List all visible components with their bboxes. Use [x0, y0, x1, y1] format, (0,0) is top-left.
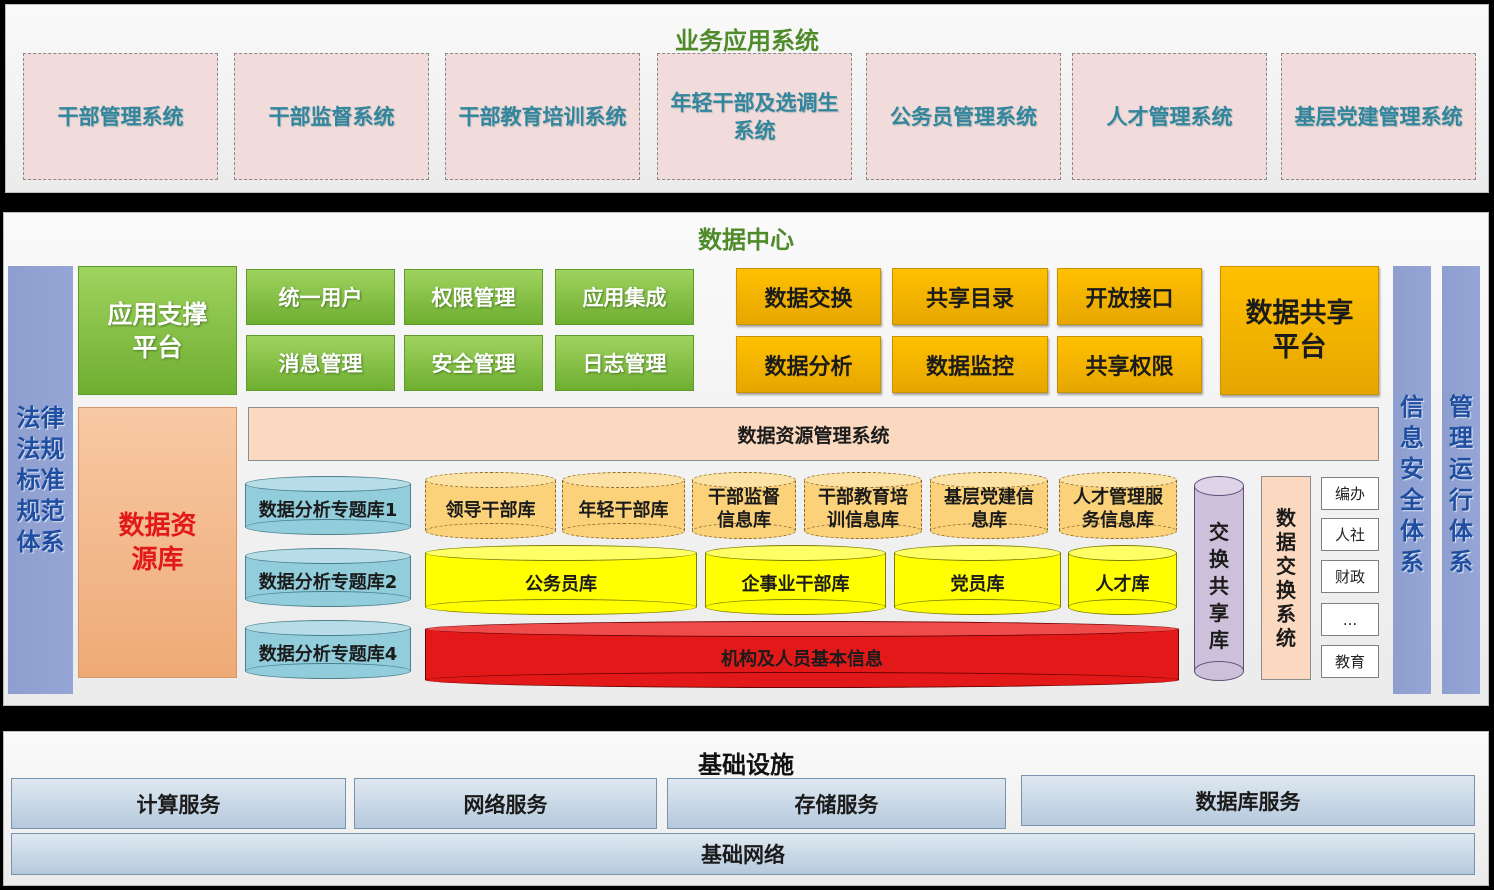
business-system-6[interactable]: 人才管理系统	[1072, 53, 1267, 180]
lib-civil-servants-label: 公务员库	[525, 574, 597, 595]
business-system-3[interactable]: 干部教育培训系统	[445, 53, 640, 180]
lib-talent-service[interactable]: 人才管理服务信息库	[1059, 472, 1177, 539]
law-standard-text: 法律法规标准规范体系	[16, 403, 65, 556]
storage-service[interactable]: 存储服务	[667, 778, 1006, 829]
app-support-platform[interactable]: 应用支撑平台	[78, 266, 237, 395]
share-item-monitor[interactable]: 数据监控	[892, 336, 1048, 393]
topic-library-1-label: 数据分析专题库1	[258, 499, 398, 521]
law-standard-bar: 法律法规标准规范体系	[8, 266, 73, 694]
business-panel-title: 业务应用系统	[675, 27, 819, 55]
lib-education-info-label: 干部教育培训信息库	[818, 486, 908, 531]
business-system-2[interactable]: 干部监督系统	[234, 53, 429, 180]
base-network[interactable]: 基础网络	[11, 833, 1475, 875]
share-item-exchange[interactable]: 数据交换	[736, 268, 881, 325]
info-security-bar: 信息安全体系	[1393, 266, 1431, 694]
lib-education-info[interactable]: 干部教育培训信息库	[804, 472, 922, 539]
info-security-text: 信息安全体系	[1400, 393, 1424, 576]
exchange-shared-library[interactable]: 交换共享库	[1194, 476, 1244, 681]
dept-caizheng[interactable]: 财政	[1321, 560, 1379, 593]
business-system-4[interactable]: 年轻干部及选调生系统	[657, 53, 852, 180]
data-share-platform[interactable]: 数据共享平台	[1220, 266, 1379, 395]
app-item-permission[interactable]: 权限管理	[404, 269, 543, 325]
business-system-7[interactable]: 基层党建管理系统	[1281, 53, 1476, 180]
app-item-security[interactable]: 安全管理	[404, 335, 543, 391]
lib-young-cadres-label: 年轻干部库	[578, 499, 669, 521]
lib-civil-servants[interactable]: 公务员库	[425, 545, 697, 615]
lib-supervision-info[interactable]: 干部监督信息库	[692, 472, 796, 539]
share-item-open-api[interactable]: 开放接口	[1057, 268, 1202, 325]
topic-library-2-label: 数据分析专题库2	[258, 571, 398, 593]
business-system-1[interactable]: 干部管理系统	[23, 53, 218, 180]
exchange-shared-library-label: 交换共享库	[1209, 520, 1229, 652]
data-resource-library[interactable]: 数据资源库	[78, 407, 237, 678]
lib-talents[interactable]: 人才库	[1068, 545, 1177, 615]
lib-basic-info-label: 机构及人员基本信息	[721, 648, 883, 670]
lib-basic-info[interactable]: 机构及人员基本信息	[425, 621, 1179, 688]
resource-management-system[interactable]: 数据资源管理系统	[248, 407, 1379, 461]
share-item-permission[interactable]: 共享权限	[1057, 336, 1202, 393]
topic-library-1[interactable]: 数据分析专题库1	[245, 476, 411, 535]
lib-supervision-info-label: 干部监督信息库	[708, 486, 780, 531]
dept-bianban[interactable]: 编办	[1321, 477, 1379, 510]
topic-library-4[interactable]: 数据分析专题库4	[245, 620, 411, 679]
lib-leading-cadres[interactable]: 领导干部库	[425, 472, 556, 539]
app-item-integration[interactable]: 应用集成	[555, 269, 694, 325]
lib-leading-cadres-label: 领导干部库	[445, 499, 536, 521]
lib-party-info-label: 基层党建信息库	[944, 486, 1034, 531]
share-item-analysis[interactable]: 数据分析	[736, 336, 881, 393]
business-system-5[interactable]: 公务员管理系统	[866, 53, 1061, 180]
lib-enterprise-cadres-label: 企事业干部库	[741, 574, 850, 595]
lib-young-cadres[interactable]: 年轻干部库	[562, 472, 685, 539]
share-item-catalog[interactable]: 共享目录	[892, 268, 1048, 325]
network-service[interactable]: 网络服务	[354, 778, 657, 829]
dept-renshe[interactable]: 人社	[1321, 518, 1379, 551]
data-resource-library-title: 数据资源库	[118, 510, 197, 575]
infrastructure-panel-title: 基础设施	[698, 751, 794, 779]
management-text: 管理运行体系	[1449, 393, 1473, 576]
lib-party-members-label: 党员库	[950, 574, 1005, 595]
app-item-unified-user[interactable]: 统一用户	[246, 269, 395, 325]
database-service[interactable]: 数据库服务	[1021, 775, 1475, 826]
data-share-title: 数据共享平台	[1245, 297, 1354, 363]
data-exchange-system[interactable]: 数据交换系统	[1261, 476, 1311, 680]
topic-library-2[interactable]: 数据分析专题库2	[245, 548, 411, 607]
datacenter-panel-title: 数据中心	[698, 226, 794, 254]
dept-more[interactable]: ...	[1321, 603, 1379, 636]
lib-party-members[interactable]: 党员库	[894, 545, 1061, 615]
app-item-message[interactable]: 消息管理	[246, 335, 395, 391]
lib-talents-label: 人才库	[1095, 574, 1150, 595]
lib-party-info[interactable]: 基层党建信息库	[930, 472, 1048, 539]
management-bar: 管理运行体系	[1442, 266, 1480, 694]
topic-library-4-label: 数据分析专题库4	[258, 643, 398, 665]
app-item-log[interactable]: 日志管理	[555, 335, 694, 391]
dept-jiaoyu[interactable]: 教育	[1321, 645, 1379, 678]
app-support-title: 应用支撑平台	[107, 299, 208, 362]
data-exchange-system-label: 数据交换系统	[1276, 506, 1296, 650]
compute-service[interactable]: 计算服务	[11, 778, 346, 829]
lib-talent-service-label: 人才管理服务信息库	[1073, 486, 1163, 531]
lib-enterprise-cadres[interactable]: 企事业干部库	[705, 545, 886, 615]
